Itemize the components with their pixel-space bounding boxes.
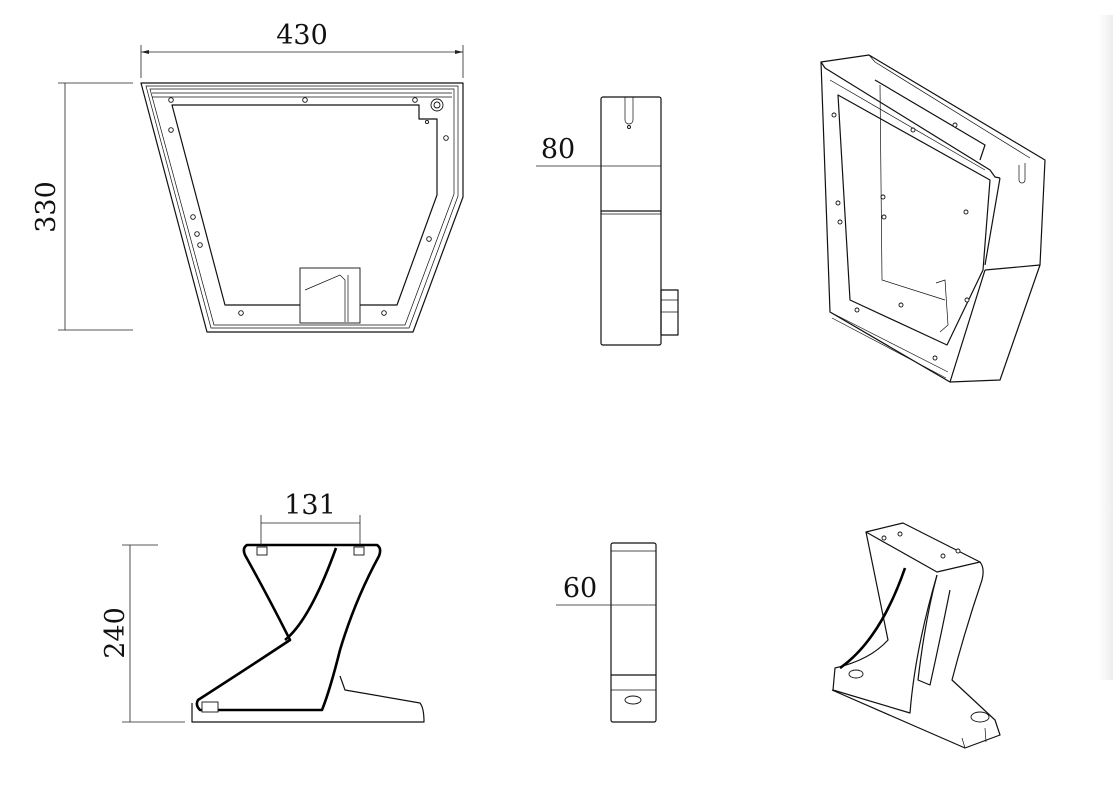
width-dimension-label: 430 bbox=[276, 20, 328, 51]
height-dimension-label: 330 bbox=[31, 181, 62, 233]
stand-side-view: 60 bbox=[556, 542, 657, 723]
frame-side-view: 80 bbox=[536, 96, 679, 346]
dimension-width: 430 bbox=[140, 20, 464, 78]
stand-front-view: 131 240 bbox=[100, 490, 425, 723]
frame-depth-dimension-label: 80 bbox=[541, 134, 575, 165]
stand-isometric-view bbox=[831, 522, 1001, 749]
dimension-stand-height: 240 bbox=[100, 544, 185, 723]
frame-isometric-view bbox=[820, 54, 1046, 383]
hole-spacing-dimension-label: 131 bbox=[284, 490, 336, 521]
stand-height-dimension-label: 240 bbox=[100, 607, 131, 659]
page-edge-shadow bbox=[1098, 15, 1113, 680]
dimension-hole-spacing: 131 bbox=[260, 490, 361, 545]
stand-depth-dimension-label: 60 bbox=[563, 573, 597, 604]
mounting-holes bbox=[168, 97, 449, 316]
dimension-height: 330 bbox=[31, 82, 133, 331]
frame-front-view: 430 330 bbox=[31, 20, 464, 333]
